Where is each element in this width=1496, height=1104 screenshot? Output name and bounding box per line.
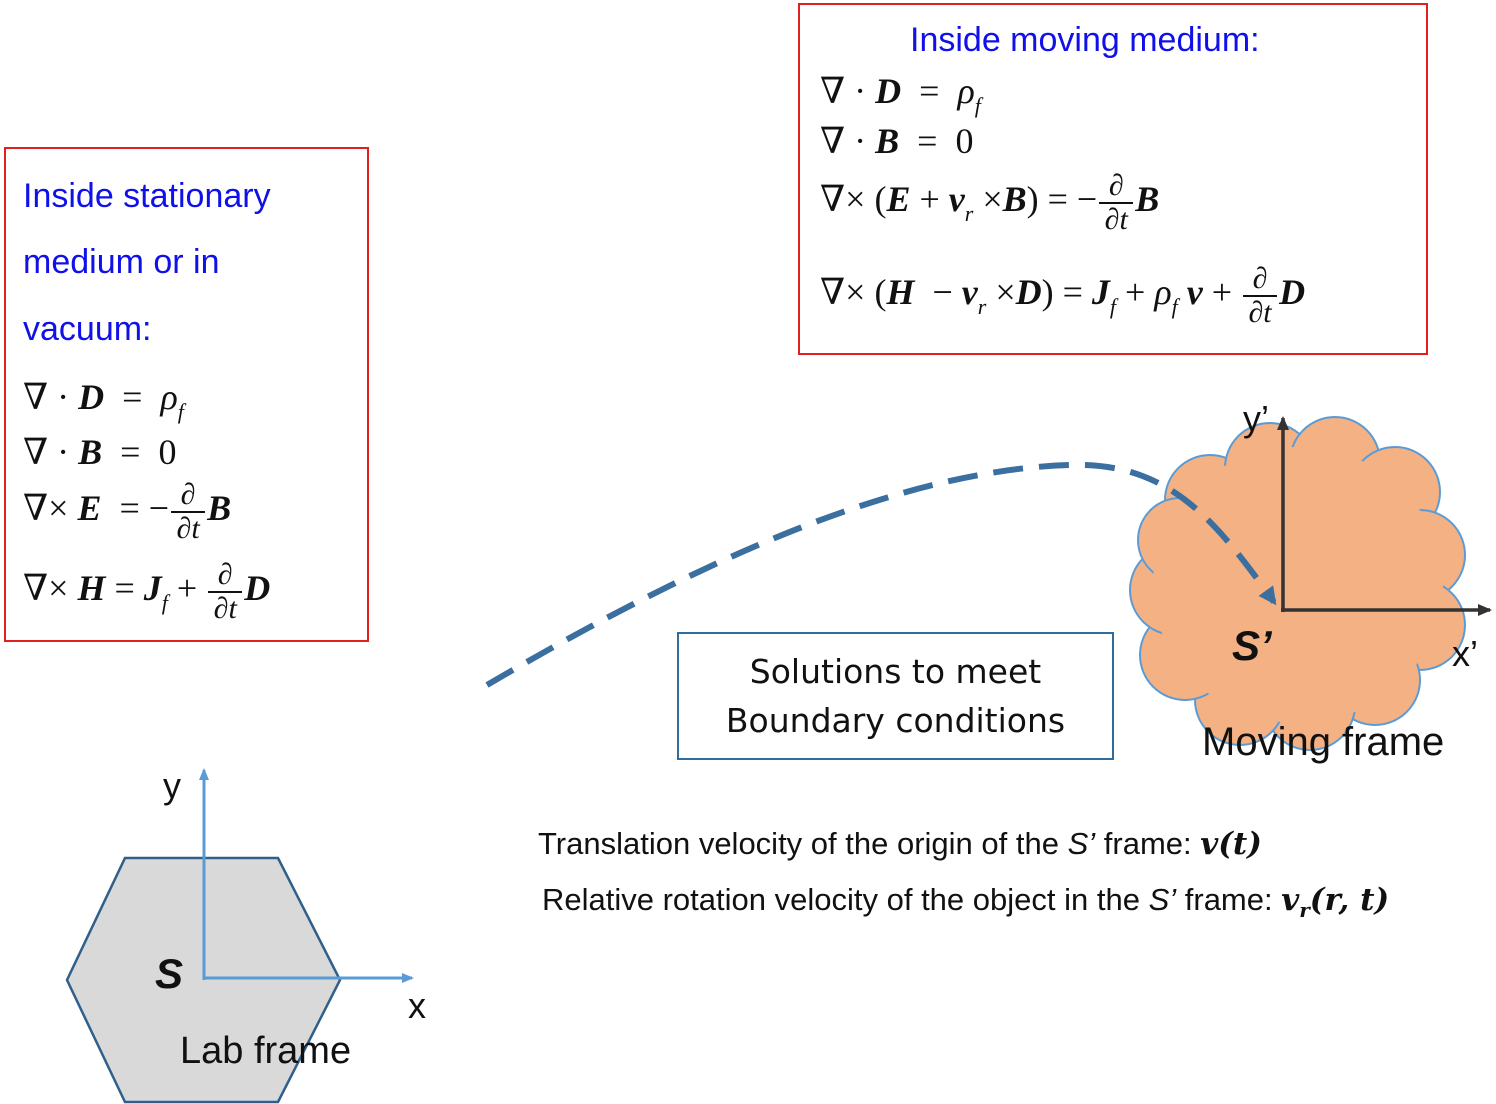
rotation-frame: S’ <box>1148 882 1177 917</box>
stationary-heading-line-3: vacuum: <box>23 310 152 348</box>
stationary-heading-line-2: medium or in <box>23 243 220 281</box>
lab-frame-caption: Lab frame <box>180 1030 352 1072</box>
moving-frame-caption: Moving frame <box>1202 720 1445 764</box>
translation-frame: S’ <box>1067 826 1096 861</box>
translation-velocity-note: Translation velocity of the origin of th… <box>538 826 1262 862</box>
gauss-magnetism-equation: ∇ · B = 0 <box>23 432 177 472</box>
moving-heading: Inside moving medium: <box>910 21 1260 59</box>
moving-medium-box: Inside moving medium: ∇ · D = ρf ∇ · B =… <box>798 3 1428 355</box>
rotation-suffix: frame: <box>1176 882 1282 917</box>
moving-y-label: y’ <box>1243 398 1269 439</box>
lab-y-label: y <box>163 765 181 806</box>
rotation-velocity-note: Relative rotation velocity of the object… <box>542 882 1389 922</box>
translation-suffix: frame: <box>1095 826 1201 861</box>
translation-math: v(t) <box>1200 826 1262 862</box>
moving-gauss-magnetism-equation: ∇ · B = 0 <box>820 121 974 161</box>
boundary-line-1: Solutions to meet <box>749 652 1042 691</box>
moving-x-label: x’ <box>1452 633 1478 674</box>
lab-x-label: x <box>408 985 426 1026</box>
rotation-math-v: v <box>1281 882 1300 918</box>
rotation-prefix: Relative rotation velocity of the object… <box>542 882 1149 917</box>
rotation-math-args: (r, t) <box>1309 882 1390 918</box>
translation-prefix: Translation velocity of the origin of th… <box>538 826 1068 861</box>
boundary-conditions-box: Solutions to meet Boundary conditions <box>677 632 1114 760</box>
rotation-math: vr(r, t) <box>1281 882 1390 922</box>
rotation-math-sub: r <box>1299 898 1310 923</box>
boundary-line-2: Boundary conditions <box>725 701 1066 740</box>
stationary-heading-line-1: Inside stationary <box>23 177 271 215</box>
gauss-law-equation: ∇ · D = ρf <box>23 377 184 424</box>
moving-frame-cloud <box>1129 416 1466 751</box>
stationary-medium-box: Inside stationary medium or in vacuum: ∇… <box>4 147 369 642</box>
trajectory-dashed-arrow <box>485 461 1277 688</box>
moving-gauss-law-equation: ∇ · D = ρf <box>820 71 981 118</box>
lab-frame-symbol: S <box>155 950 184 997</box>
moving-frame-symbol: S’ <box>1232 622 1272 669</box>
